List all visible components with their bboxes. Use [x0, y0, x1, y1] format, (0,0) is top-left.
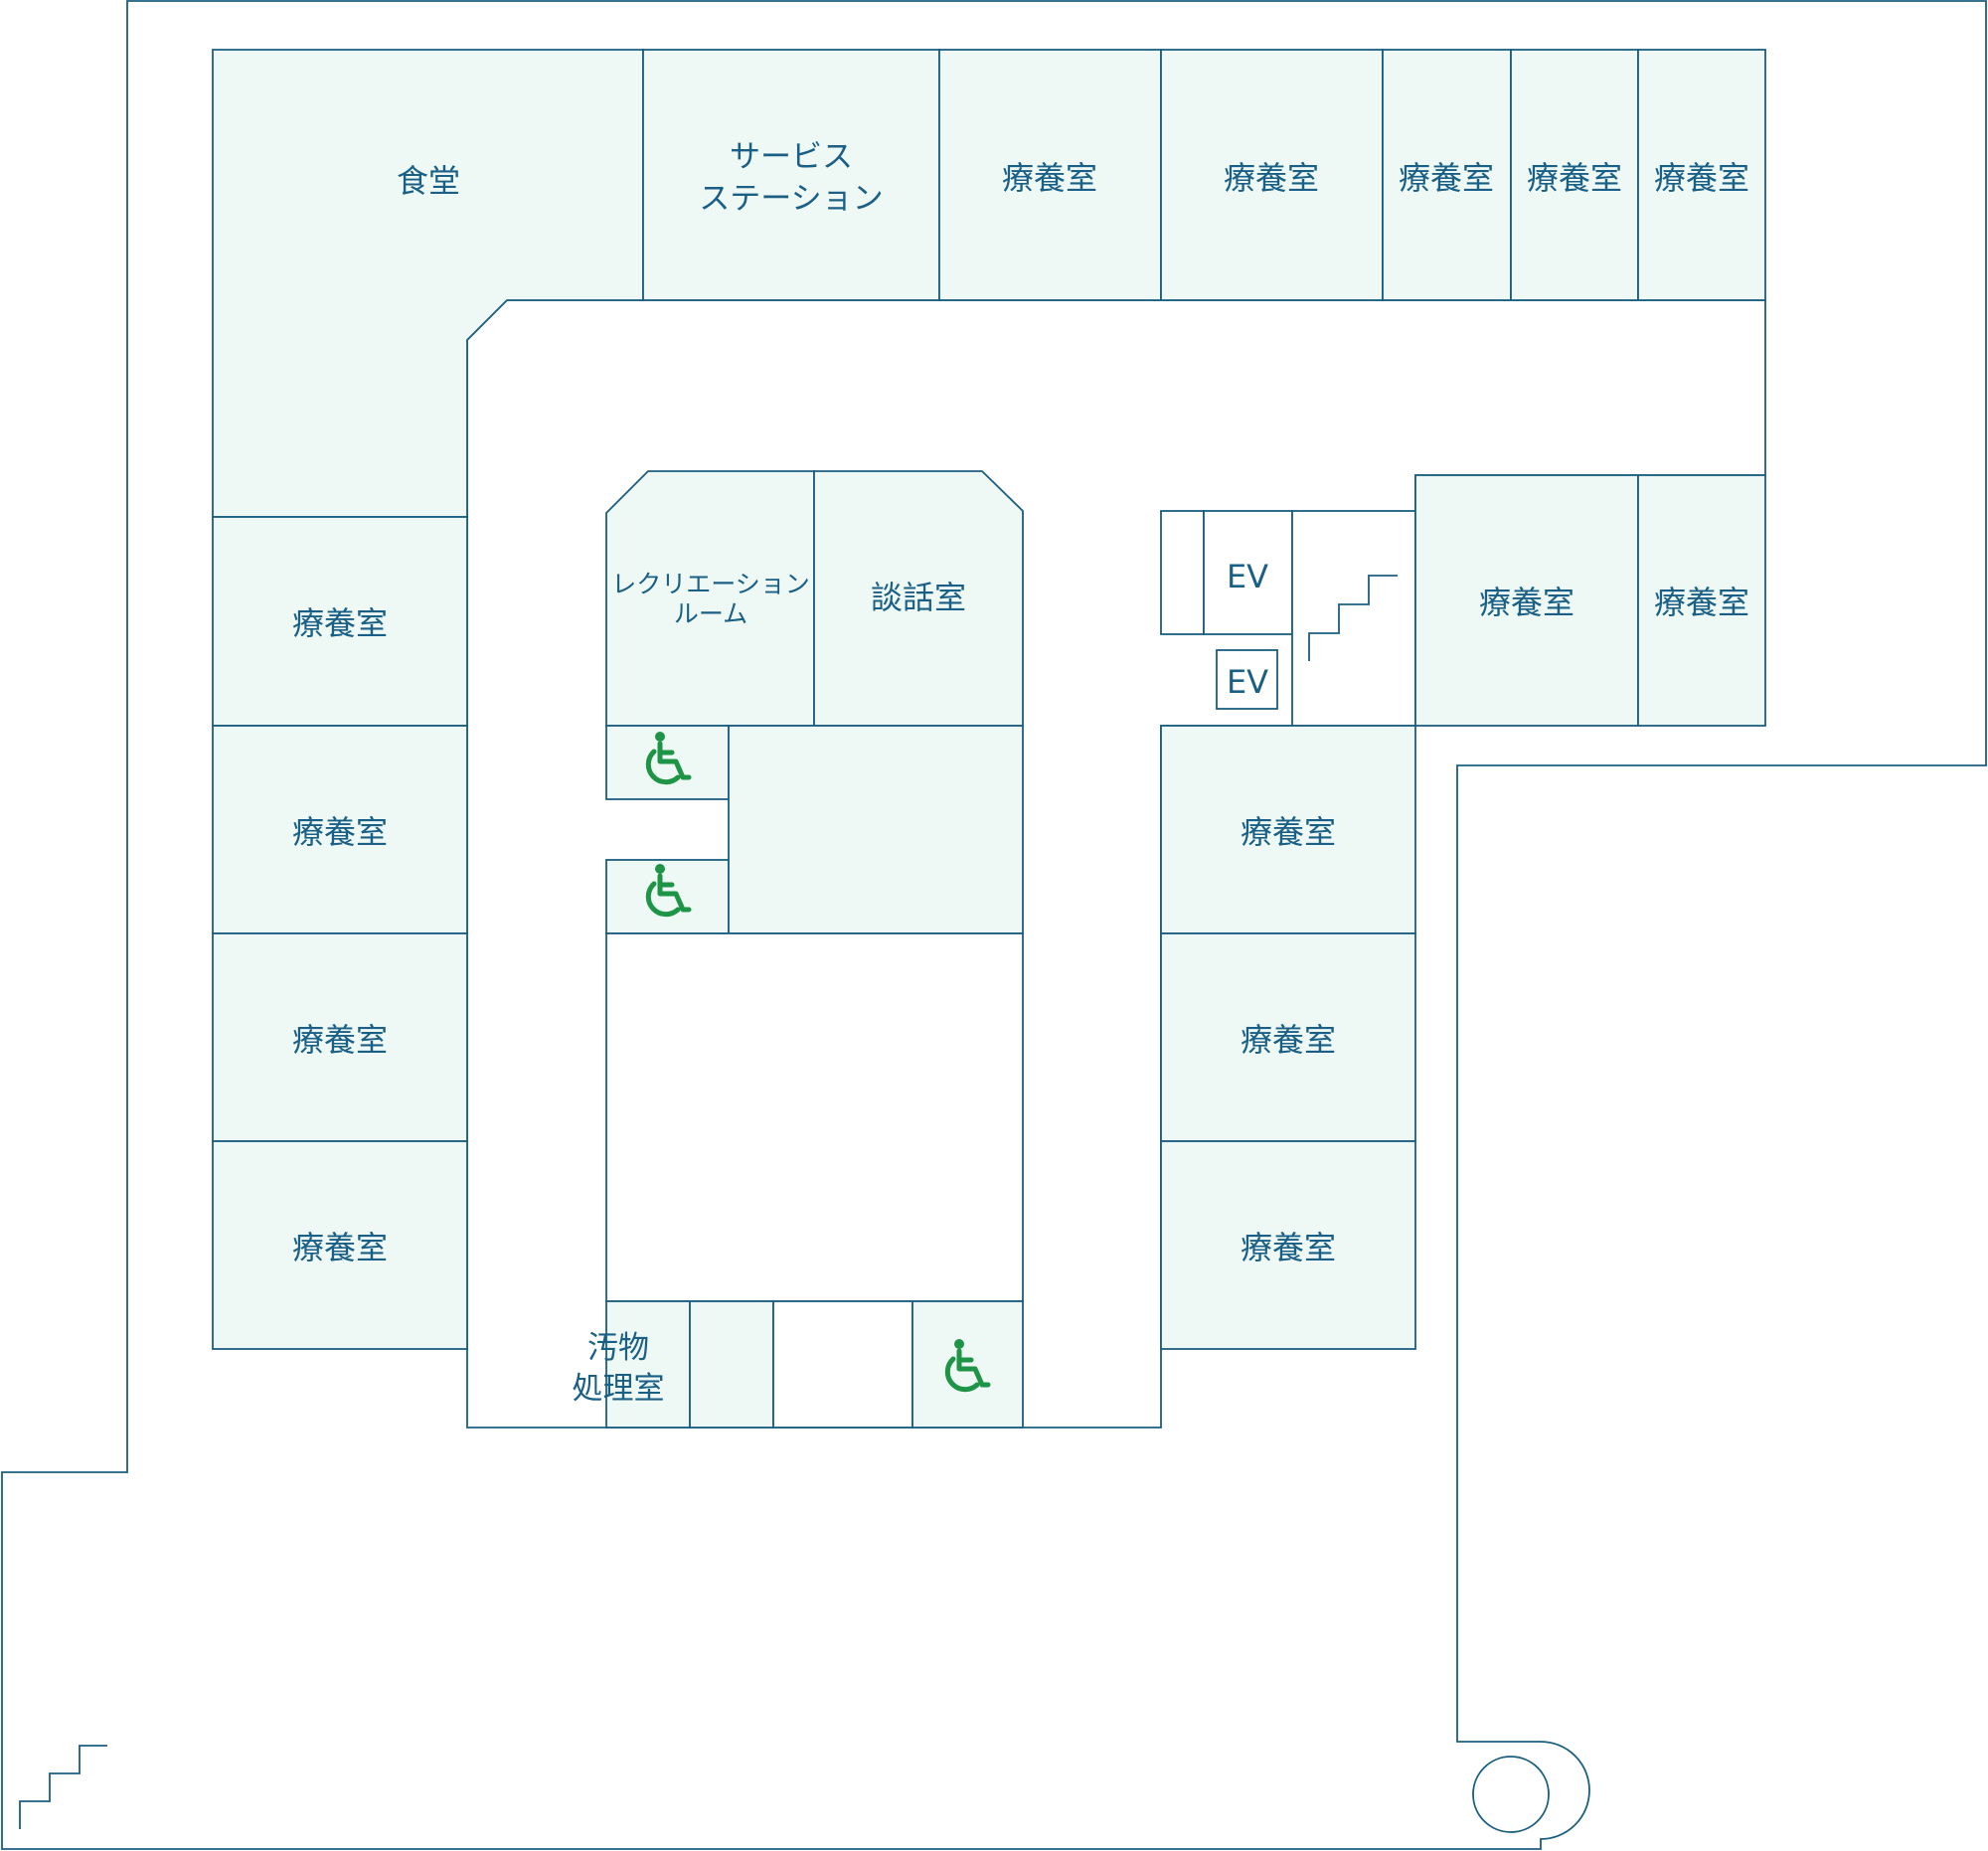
- dining-room: [212, 49, 644, 518]
- care-room-label: 療養室: [1224, 159, 1319, 197]
- care-room-label: 療養室: [1241, 1229, 1336, 1266]
- corridor-alcove: [772, 1300, 913, 1429]
- care-room-label: 療養室: [1479, 584, 1574, 621]
- wheelchair-icon: [944, 1339, 991, 1393]
- care-room-label: 療養室: [1399, 159, 1494, 197]
- recreation-room: [605, 470, 815, 727]
- stairs-icon: [19, 1745, 107, 1829]
- soiled-utility-label-1: 汚物: [587, 1330, 649, 1366]
- wheelchair-icon: [645, 732, 692, 785]
- care-room: [1637, 49, 1766, 301]
- care-room-label: 療養室: [292, 1229, 388, 1266]
- care-room: [212, 725, 468, 934]
- recreation-label-1: レクリエーション: [611, 570, 810, 598]
- accessible-toilet: [605, 859, 730, 934]
- care-room: [1510, 49, 1639, 301]
- care-room-label: 療養室: [292, 1021, 388, 1059]
- care-room-label: 療養室: [1002, 159, 1097, 197]
- dining-label: 食堂: [397, 162, 460, 200]
- soiled-utility-room: [605, 1300, 691, 1429]
- care-room-label: 療養室: [1241, 1021, 1336, 1059]
- stairs-icon: [1308, 575, 1398, 661]
- stairwell: [1291, 510, 1416, 727]
- courtyard: [605, 932, 1024, 1302]
- service-station: [642, 49, 940, 301]
- shaft: [1160, 510, 1205, 635]
- care-room: [1160, 725, 1416, 934]
- wheelchair-icon: [645, 864, 692, 918]
- care-room-label: 療養室: [1654, 584, 1749, 621]
- care-room-label: 療養室: [1527, 159, 1622, 197]
- care-room: [1160, 49, 1384, 301]
- recreation-label-2: ルーム: [674, 599, 747, 628]
- care-room: [1382, 49, 1512, 301]
- accessible-toilet: [911, 1300, 1024, 1429]
- care-room-label: 療養室: [1241, 813, 1336, 851]
- round-feature: [1472, 1756, 1550, 1833]
- care-room: [1414, 474, 1639, 727]
- service-station-label-2: ステーション: [699, 181, 883, 217]
- care-room: [212, 516, 468, 727]
- soiled-utility-label-2: 処理室: [573, 1371, 665, 1407]
- care-room: [1160, 932, 1416, 1142]
- care-room: [212, 1140, 468, 1350]
- elevator: [1203, 510, 1293, 635]
- care-room: [938, 49, 1162, 301]
- care-room-label: 療養室: [292, 813, 388, 851]
- storage-room: [728, 725, 1024, 934]
- utility-room: [689, 1300, 774, 1429]
- care-room: [1160, 1140, 1416, 1350]
- care-room-label: 療養室: [292, 604, 388, 642]
- elevator-label: EV: [1227, 663, 1268, 701]
- lounge-label: 談話室: [871, 579, 966, 616]
- lounge: [813, 470, 1024, 727]
- elevator-label: EV: [1227, 558, 1268, 595]
- service-station-label-1: サービス: [730, 139, 853, 175]
- care-room-label: 療養室: [1654, 159, 1749, 197]
- care-room: [212, 932, 468, 1142]
- care-room: [1637, 474, 1766, 727]
- elevator: [1216, 649, 1278, 710]
